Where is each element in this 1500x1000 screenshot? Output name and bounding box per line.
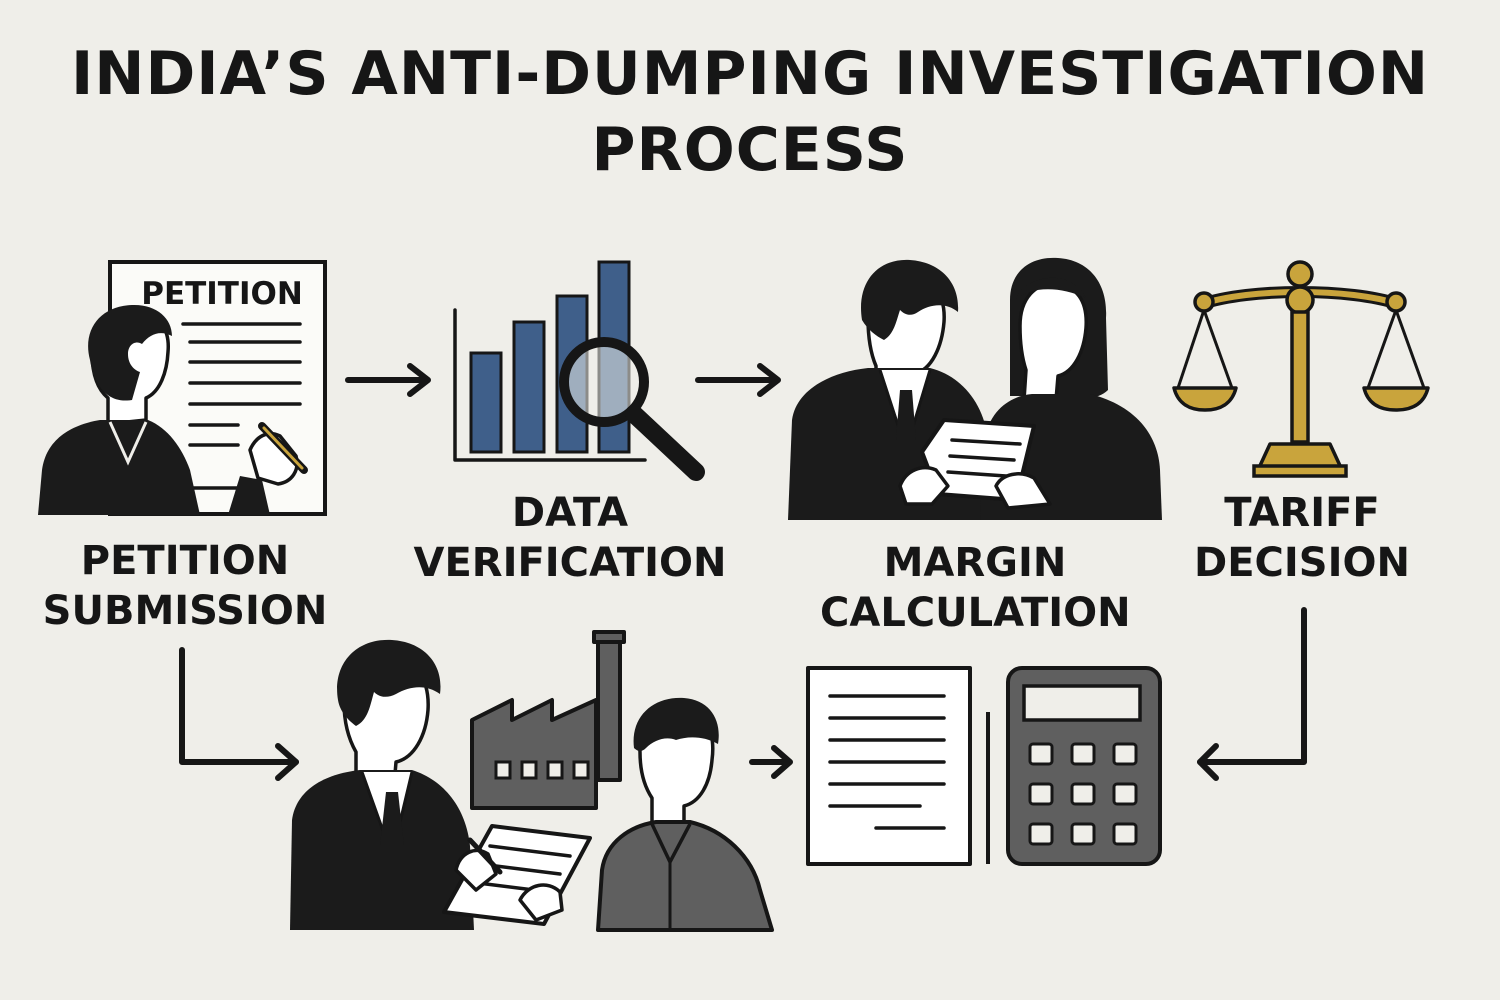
petition-document-heading: PETITION: [141, 276, 303, 312]
document-and-calculator-icon: [806, 666, 1162, 866]
step-label-data-line1: DATA: [511, 490, 629, 536]
step-label-data-verification: DATA VERIFICATION: [410, 488, 730, 588]
official-man-hair: [861, 259, 959, 340]
step-label-petition-line2: SUBMISSION: [42, 588, 328, 634]
site-visit-icon: [290, 630, 774, 932]
step-label-tariff-decision: TARIFF DECISION: [1190, 488, 1414, 588]
arrow-tariff-to-calculation: [1197, 607, 1307, 781]
arrow-petition-to-data: [345, 363, 431, 397]
step-label-margin-line1: MARGIN: [883, 540, 1067, 586]
chart-bar-1: [469, 351, 503, 454]
factory-worker: [596, 697, 774, 932]
step-label-petition-submission: PETITION SUBMISSION: [40, 536, 330, 636]
petition-submission-icon: PETITION: [38, 260, 327, 516]
diagram-title-line2: PROCESS: [591, 115, 909, 185]
petitioner-hair: [88, 304, 172, 401]
magnifying-glass-icon: [559, 337, 705, 481]
chart-bar-2: [512, 320, 546, 454]
step-label-petition-line1: PETITION: [80, 538, 290, 584]
step-label-tariff-line2: DECISION: [1194, 540, 1410, 586]
diagram-title: INDIA’S ANTI-DUMPING INVESTIGATION PROCE…: [0, 36, 1500, 188]
factory-icon: [470, 630, 626, 810]
step-label-margin-calculation: MARGIN CALCULATION: [820, 538, 1131, 638]
inspecting-official: [290, 639, 592, 930]
step-label-data-line2: VERIFICATION: [413, 540, 727, 586]
arrow-site-visit-to-calculation: [749, 745, 793, 779]
scales-of-justice-icon: [1172, 260, 1430, 478]
arrow-data-to-margin: [695, 363, 781, 397]
calculation-document: [806, 666, 972, 866]
step-label-margin-line2: CALCULATION: [820, 590, 1131, 636]
petitioner-jacket: [38, 420, 200, 515]
calculator-icon: [1006, 666, 1162, 866]
petition-text-lines: [181, 322, 302, 490]
arrow-petition-to-site-visit: [179, 647, 299, 781]
margin-calculation-icon: [788, 257, 1162, 520]
step-label-tariff-line1: TARIFF: [1224, 490, 1380, 536]
diagram-title-line1: INDIA’S ANTI-DUMPING INVESTIGATION: [70, 39, 1430, 109]
data-verification-icon: [453, 260, 705, 481]
chart-axes: [453, 308, 647, 462]
